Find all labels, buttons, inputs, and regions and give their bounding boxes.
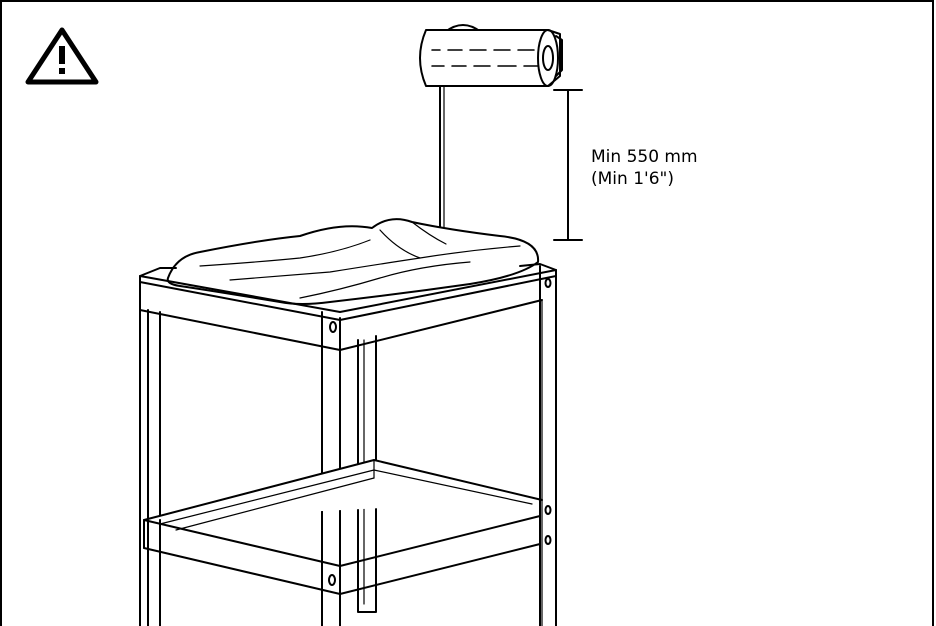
dimension-line — [553, 89, 583, 241]
changing-pad — [166, 218, 540, 305]
table-top-frame — [139, 263, 557, 626]
towel-roll-holder — [419, 24, 563, 231]
lower-shelf — [143, 459, 552, 595]
min-height-imperial: (Min 1'6") — [591, 169, 674, 189]
min-height-metric: Min 550 mm — [591, 147, 698, 167]
warning-triangle-icon — [25, 27, 99, 85]
min-height-label: Min 550 mm (Min 1'6") — [591, 146, 698, 190]
